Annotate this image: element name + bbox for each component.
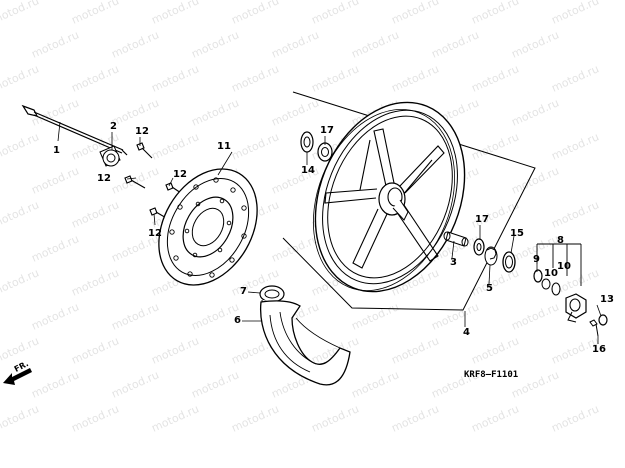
callout-distance-collar: 3 [450, 257, 457, 268]
callout-bolt-b: 12 [173, 169, 187, 180]
callout-axle: 1 [53, 145, 60, 156]
callout-gear: 9 [533, 254, 540, 265]
callout-screw: 16 [592, 344, 606, 355]
callout-washer-b: 10 [557, 261, 571, 272]
wheel-hub [378, 182, 409, 221]
axle-part [21, 104, 128, 156]
brake-disc-part [158, 168, 258, 286]
callout-washer-a: 10 [544, 268, 558, 279]
distance-collar-part [443, 231, 469, 247]
fender-part [259, 285, 351, 386]
callout-bolt-a: 12 [135, 126, 149, 137]
collar-part [99, 145, 121, 167]
callout-collar: 2 [110, 121, 117, 132]
callout-nut: 13 [600, 294, 614, 305]
callout-bolt-d: 12 [148, 228, 162, 239]
callout-dust-seal: 14 [301, 165, 315, 176]
callout-retainer: 5 [486, 283, 493, 294]
callout-brake-disc: 11 [217, 141, 231, 152]
callout-wheel: 4 [463, 327, 470, 338]
leader-lines [57, 121, 602, 344]
callout-gearbox-group: 8 [557, 235, 564, 246]
callout-bolt-c: 12 [97, 173, 111, 184]
callout-tube: 7 [240, 286, 247, 297]
wheel-spokes [324, 128, 445, 269]
bearing-seal-left [300, 131, 333, 162]
callout-bearing-left: 17 [320, 125, 334, 136]
callout-fender: 6 [234, 315, 241, 326]
front-direction-arrow [3, 368, 32, 385]
callout-bearing-right: 17 [475, 214, 489, 225]
bearing-right-parts [473, 238, 516, 273]
diagram-code: KRF8—F1101 [464, 370, 519, 380]
callout-seal: 15 [510, 228, 524, 239]
speedometer-gearbox-parts [533, 269, 608, 337]
group-8-bracket [536, 243, 582, 286]
